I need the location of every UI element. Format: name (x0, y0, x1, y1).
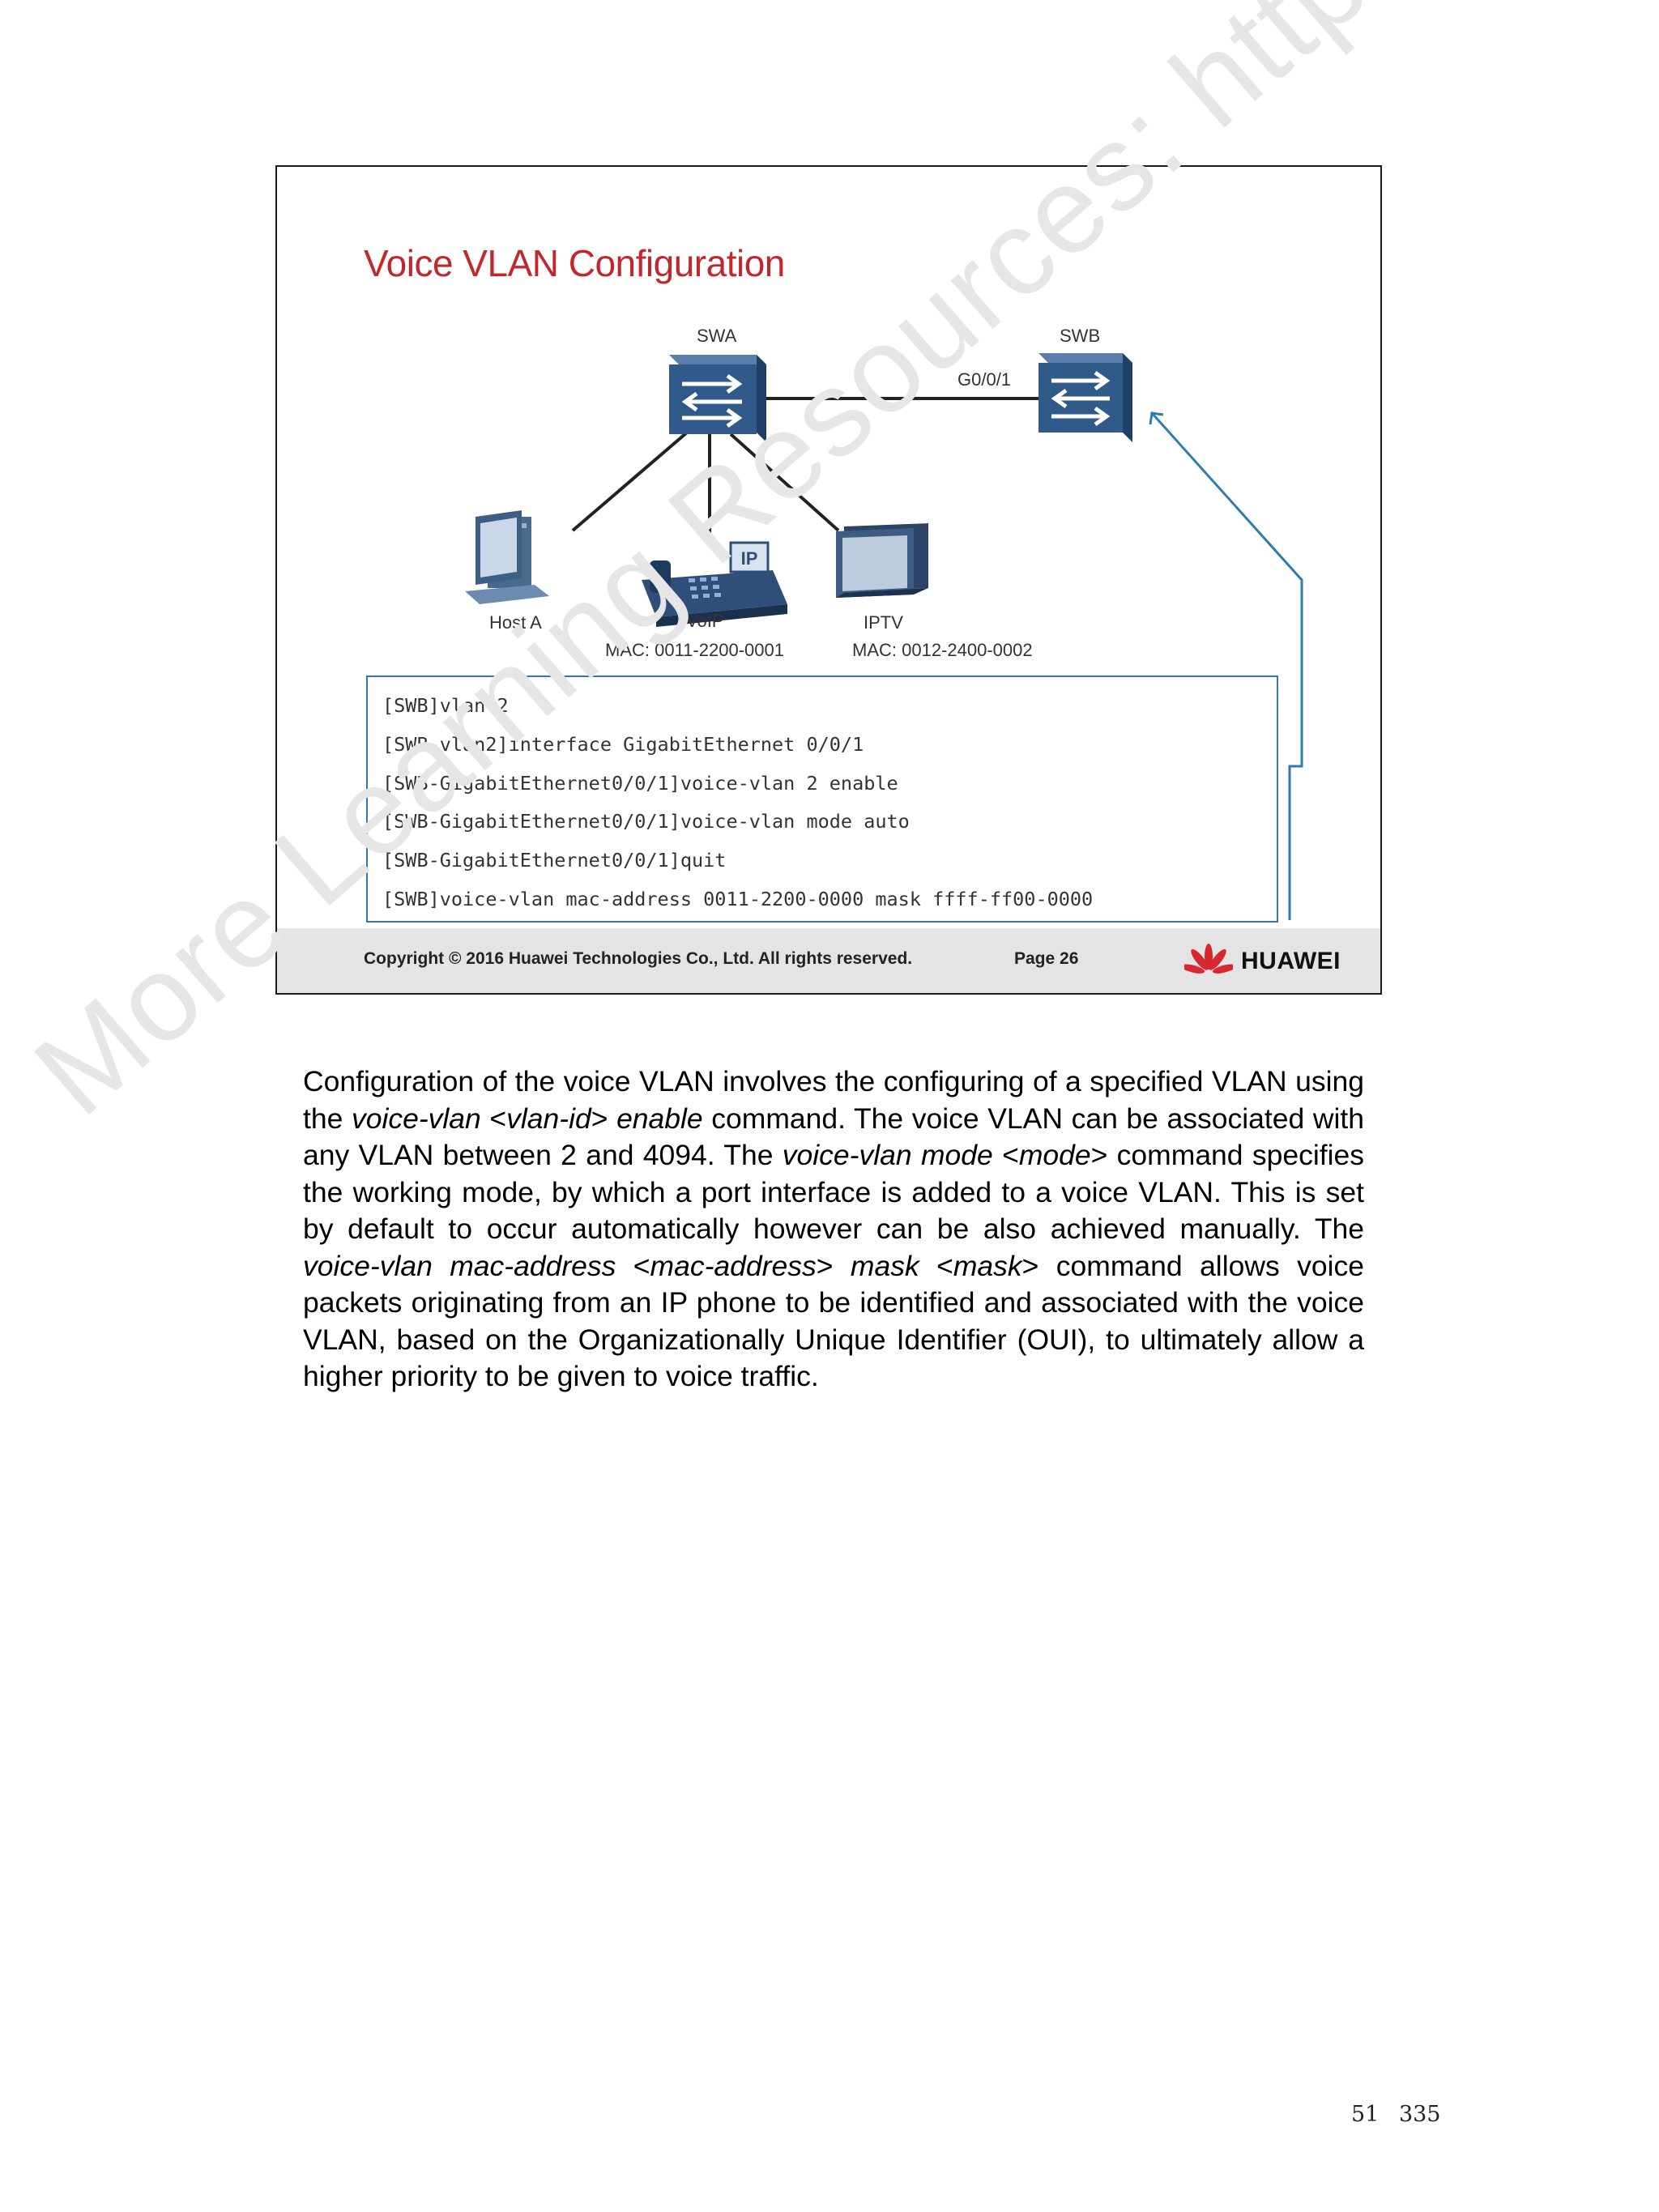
voip-mac-label: MAC: 0011-2200-0001 (605, 640, 784, 660)
cli-config-box: [SWB]vlan 2 [SWB-vlan2]interface Gigabit… (366, 676, 1278, 923)
voip-phone-badge: IP (741, 548, 758, 569)
cli-line: [SWB-vlan2]interface GigabitEthernet 0/0… (382, 732, 864, 756)
voip-phone-icon: IP (642, 541, 787, 627)
body-paragraph: Configuration of the voice VLAN involves… (303, 1065, 1364, 1392)
swa-label: SWA (697, 326, 737, 346)
iptv-mac-label: MAC: 0012-2400-0002 (852, 640, 1033, 660)
huawei-logo-text: HUAWEI (1241, 948, 1341, 974)
slide-page-label: Page 26 (1014, 949, 1079, 968)
slide-footer: Copyright © 2016 Huawei Technologies Co.… (277, 928, 1380, 993)
cli-line: [SWB-GigabitEthernet0/0/1]voice-vlan mod… (382, 810, 910, 833)
copyright-text: Copyright © 2016 Huawei Technologies Co.… (364, 949, 913, 968)
voip-label: VoIP (686, 611, 724, 631)
port-label: G0/0/1 (957, 369, 1012, 390)
iptv-monitor-icon (836, 523, 928, 598)
host-a-label: Host A (489, 612, 542, 633)
swb-label: SWB (1060, 326, 1101, 346)
huawei-petal-icon (1184, 944, 1233, 974)
page-number: 51 335 (1351, 2102, 1441, 2127)
cli-line: [SWB]vlan 2 (382, 694, 509, 717)
huawei-logo: HUAWEI (1184, 941, 1341, 982)
annotation-arrow (1150, 411, 1303, 920)
network-diagram: IP (465, 353, 1303, 920)
slide-title: Voice VLAN Configuration (364, 242, 785, 284)
switch-swa-icon (669, 355, 766, 442)
cli-line: [SWB]voice-vlan mac-address 0011-2200-00… (382, 887, 1094, 910)
switch-swb-icon (1038, 353, 1132, 442)
iptv-label: IPTV (864, 612, 903, 633)
link-swa-iptv (729, 433, 840, 532)
slide: Voice VLAN Configuration (275, 165, 1382, 995)
link-swa-host (571, 421, 700, 532)
cli-line: [SWB-GigabitEthernet0/0/1]quit (382, 849, 727, 872)
host-computer-icon (465, 510, 549, 604)
cli-line: [SWB-GigabitEthernet0/0/1]voice-vlan 2 e… (382, 771, 898, 795)
